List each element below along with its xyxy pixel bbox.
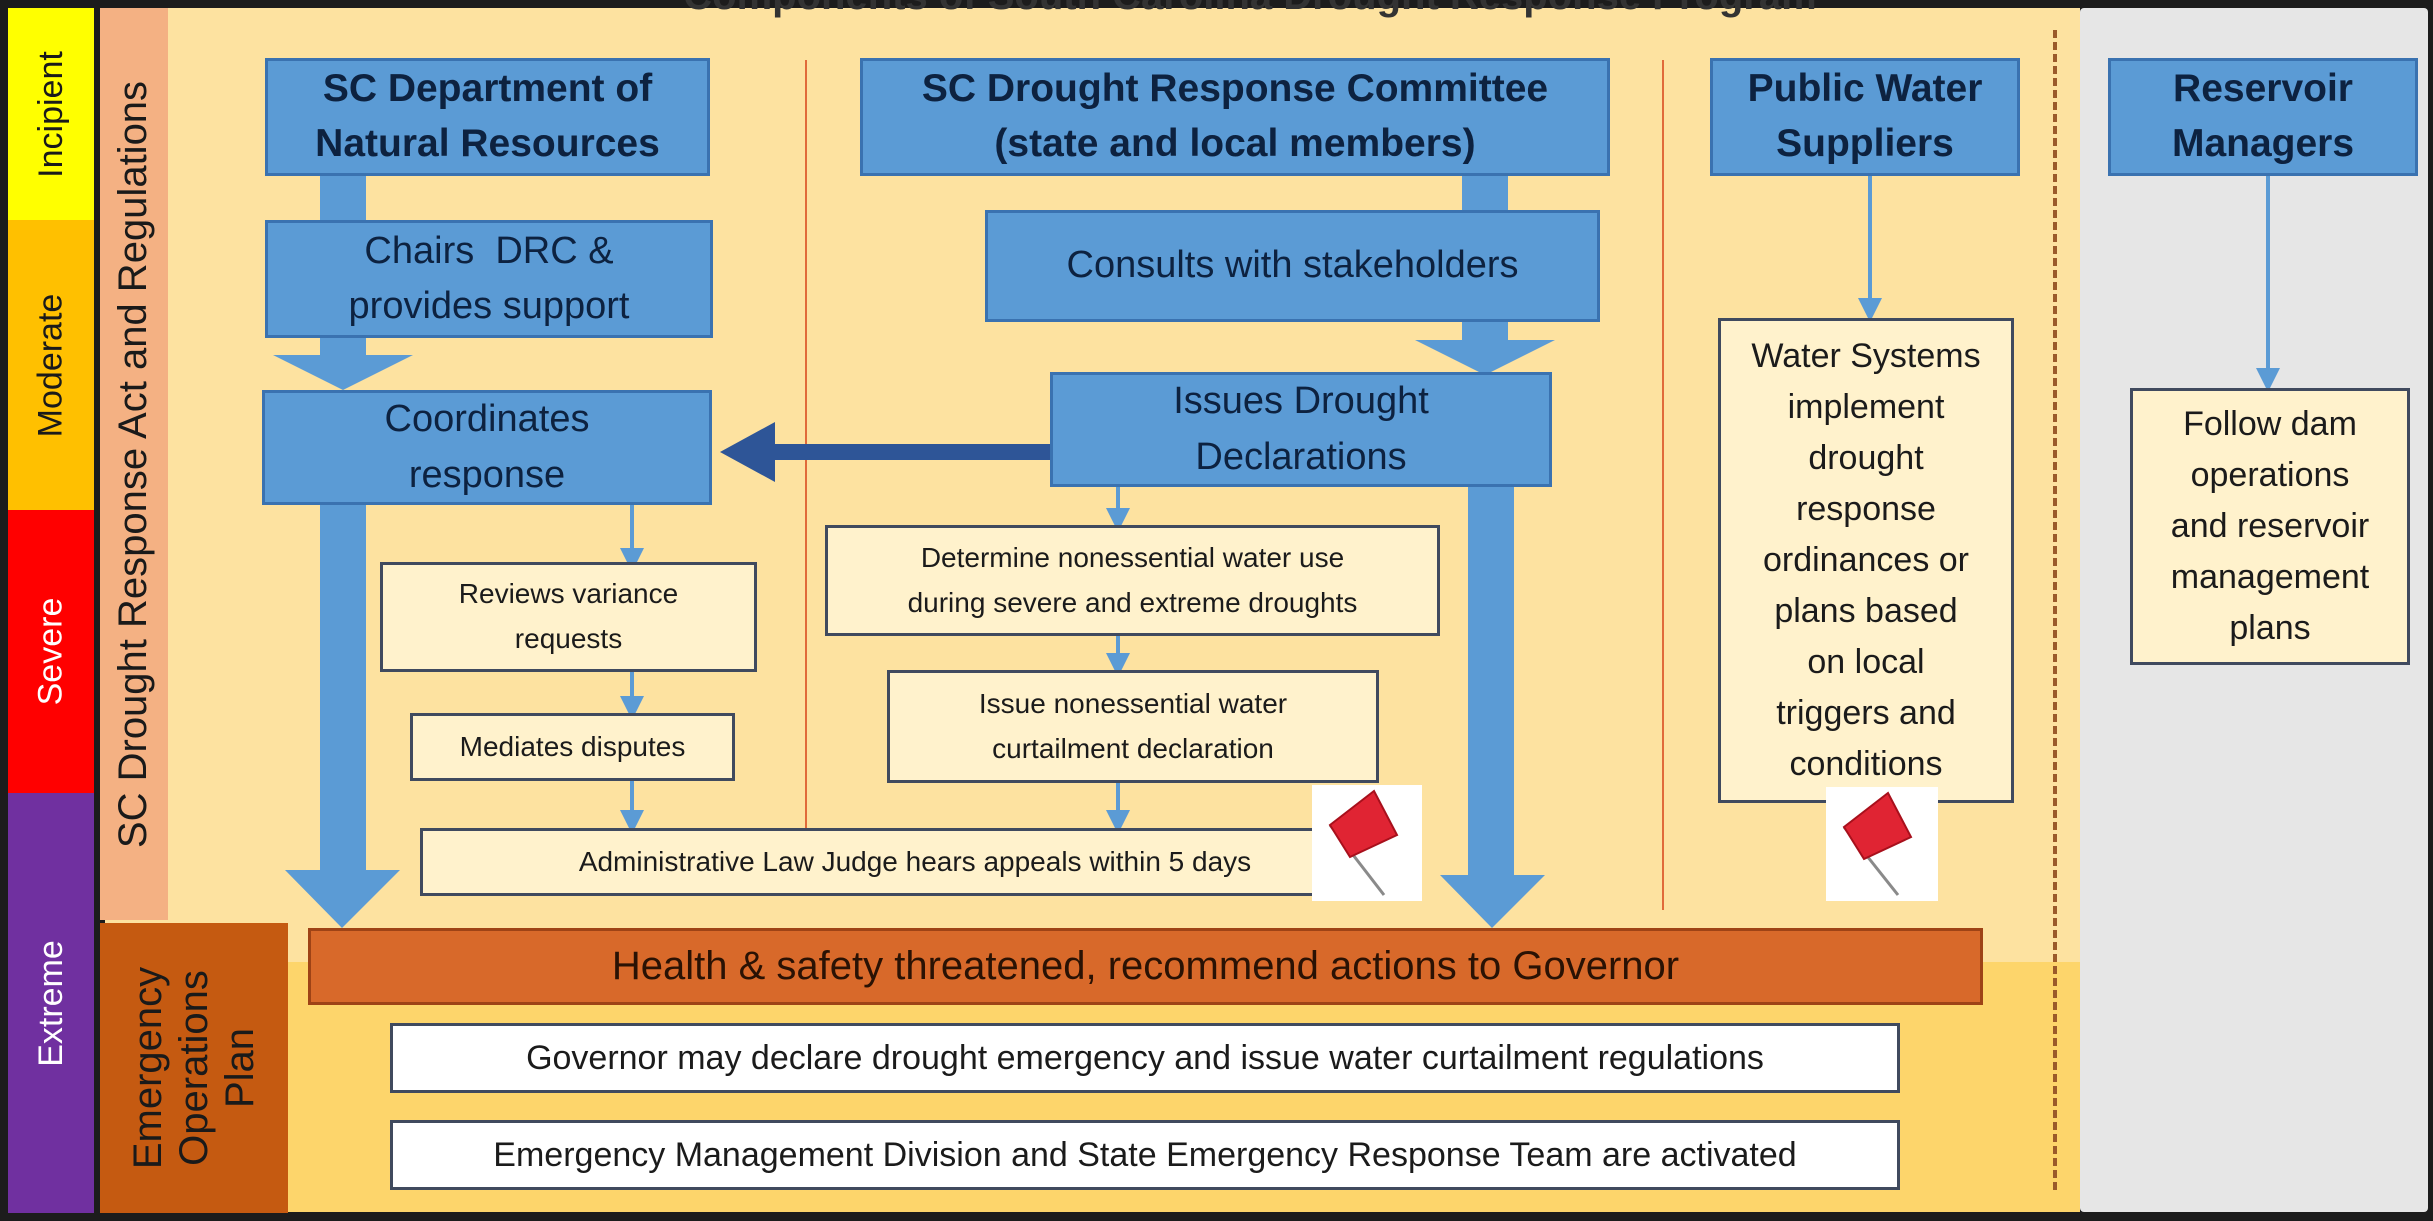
reservoir-plans-line-4: management [2170,558,2370,596]
eop-line-3: Plan [218,1027,262,1109]
issues-box: Issues Drought Declarations [1050,372,1552,487]
variance-box: Reviews variance requests [380,562,757,672]
emd-text: Emergency Management Division and State … [493,1135,1797,1174]
divider-dnr-drc [805,60,807,830]
nonessential-box: Determine nonessential water use during … [825,525,1440,636]
emd-box: Emergency Management Division and State … [390,1120,1900,1190]
water-systems-line-4: response [1796,490,1936,528]
reservoir-header: Reservoir Managers [2108,58,2418,176]
eop-band: Emergency Operations Plan [100,923,288,1213]
dnr-header: SC Department of Natural Resources [265,58,710,176]
governor-text: Governor may declare drought emergency a… [526,1038,1764,1077]
curtailment-line-2: curtailment declaration [992,732,1274,764]
eop-line-1: Emergency [126,966,170,1170]
act-band-label: SC Drought Response Act and Regulations [111,80,156,848]
water-systems-line-2: implement [1787,388,1945,426]
reservoir-plans-line-3: and reservoir [2170,507,2370,545]
water-systems-line-7: on local [1807,643,1925,681]
curtailment-box: Issue nonessential water curtailment dec… [887,670,1379,783]
reservoir-header-line-2: Managers [2171,122,2355,165]
consults-box: Consults with stakeholders [985,210,1600,322]
water-systems-line-5: ordinances or [1762,541,1969,579]
curtailment-line-1: Issue nonessential water [978,687,1288,719]
stage-extreme-label: Extreme [31,939,70,1067]
eop-band-label: Emergency Operations Plan [125,967,263,1169]
drc-header-line-2: (state and local members) [994,122,1476,165]
stage-severe-label: Severe [31,597,70,706]
stage-moderate-label: Moderate [31,293,70,437]
dnr-coordinates-box: Coordinates response [262,390,712,505]
pws-header: Public Water Suppliers [1710,58,2020,176]
water-systems-line-6: plans based [1774,592,1958,630]
reservoir-header-line-1: Reservoir [2173,67,2353,111]
variance-line-2: requests [514,623,623,654]
stage-incipient-label: Incipient [31,50,70,178]
page-title: Components of South Carolina Drought Res… [600,0,1900,18]
governor-box: Governor may declare drought emergency a… [390,1023,1900,1093]
eop-line-2: Operations [172,970,216,1166]
water-systems-line-9: conditions [1789,745,1943,783]
divider-dashed [2053,30,2057,1190]
dnr-coordinates-line-2: response [408,453,566,496]
water-systems-line-1: Water Systems [1751,337,1981,375]
water-systems-line-3: drought [1808,439,1924,477]
stage-severe: Severe [8,510,94,793]
dnr-chairs-box: Chairs DRC & provides support [265,220,713,338]
health-safety-text: Health & safety threatened, recommend ac… [611,944,1680,988]
issues-line-2: Declarations [1195,435,1407,478]
stage-extreme: Extreme [8,793,94,1213]
reservoir-plans-line-2: operations [2190,456,2350,494]
water-systems-box: Water Systems implement drought response… [1718,318,2014,803]
health-safety-bar: Health & safety threatened, recommend ac… [308,928,1983,1005]
stage-moderate: Moderate [8,220,94,510]
nonessential-line-1: Determine nonessential water use [920,541,1345,573]
pws-header-line-2: Suppliers [1776,122,1954,165]
alj-box: Administrative Law Judge hears appeals w… [420,828,1410,896]
dnr-header-line-1: SC Department of [322,67,653,111]
red-flag-icon [1312,785,1422,901]
reservoir-plans-box: Follow dam operations and reservoir mana… [2130,388,2410,665]
consults-text: Consults with stakeholders [1066,244,1519,287]
variance-line-1: Reviews variance [458,578,679,610]
water-systems-line-8: triggers and [1776,694,1956,732]
divider-drc-pws [1662,60,1664,910]
pws-header-line-1: Public Water [1747,67,1983,111]
drc-header-line-1: SC Drought Response Committee [921,67,1549,111]
act-band: SC Drought Response Act and Regulations [100,8,168,920]
mediates-box: Mediates disputes [410,713,735,781]
drc-header: SC Drought Response Committee (state and… [860,58,1610,176]
red-flag-icon [1826,787,1938,901]
alj-text: Administrative Law Judge hears appeals w… [578,845,1252,877]
reservoir-plans-line-5: plans [2229,609,2311,647]
nonessential-line-2: during severe and extreme droughts [907,586,1358,618]
issues-line-1: Issues Drought [1173,380,1429,423]
mediates-text: Mediates disputes [459,730,686,762]
dnr-chairs-line-2: provides support [348,285,630,327]
dnr-coordinates-line-1: Coordinates [384,398,590,441]
stage-incipient: Incipient [8,8,94,220]
reservoir-plans-line-1: Follow dam [2183,405,2357,443]
dnr-header-line-2: Natural Resources [315,122,660,165]
dnr-chairs-line-1: Chairs DRC & [364,229,614,272]
